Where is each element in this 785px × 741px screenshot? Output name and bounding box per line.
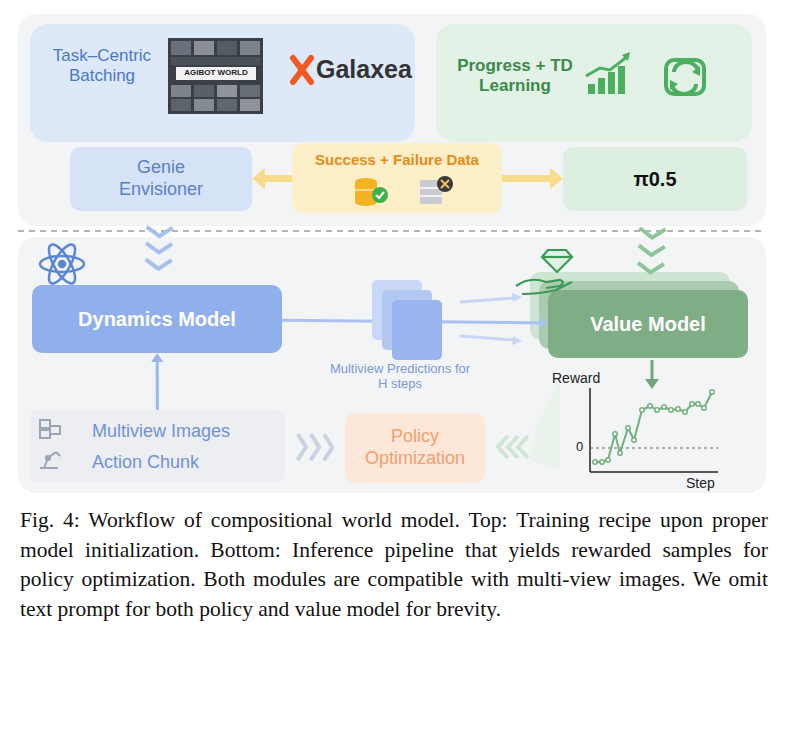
- logo-text: Galaxea: [316, 55, 416, 84]
- atom-icon: [40, 241, 84, 287]
- node-text: π0.5: [633, 167, 676, 191]
- axis-tick: 0: [576, 440, 588, 455]
- gem-hand-icon: [516, 250, 572, 294]
- bottom-panel: [18, 237, 766, 493]
- arrow-connector: [252, 168, 292, 190]
- image-label: AGIBOT WORLD: [176, 68, 256, 77]
- prediction-frames: [372, 280, 442, 360]
- prediction-arrows: [460, 293, 522, 345]
- reward-fan: [530, 380, 560, 470]
- caption-note: Multiview Predictions for H steps: [325, 362, 475, 392]
- reward-chart: [590, 388, 718, 472]
- node-text: Task–Centric Batching: [36, 46, 168, 87]
- data-box: Success + Failure Data: [292, 143, 502, 213]
- node-text: Dynamics Model: [78, 307, 236, 331]
- chevron-connector: [297, 434, 332, 460]
- node-text: Progress + TD Learning: [450, 56, 580, 97]
- node-text: Value Model: [590, 312, 706, 336]
- reward-chevrons: [498, 436, 528, 458]
- node-text: Policy Optimization: [355, 426, 475, 469]
- node-text: Multiview Images: [92, 421, 230, 443]
- chevron-connector: [146, 227, 173, 269]
- model-box: π0.5: [563, 147, 747, 211]
- node-text: Success + Failure Data: [292, 151, 502, 169]
- axis-label: Step: [686, 475, 726, 491]
- training-objective-box: Progress + TD Learning: [436, 24, 752, 142]
- arrow-connector: [502, 168, 563, 190]
- chevron-connector: [638, 228, 666, 272]
- process-box: Policy Optimization: [345, 413, 485, 483]
- top-panel: [18, 14, 766, 226]
- process-box: Value Model: [548, 290, 748, 358]
- arrow-connector: [151, 353, 163, 410]
- input-box: Multiview ImagesAction Chunk: [30, 410, 285, 482]
- axis-label: Reward: [552, 370, 612, 386]
- figure-caption: Fig. 4: Workflow of compositional world …: [20, 506, 768, 624]
- dashed-divider: [18, 230, 766, 232]
- node-text: Genie Envisioner: [101, 157, 221, 200]
- process-box: Dynamics Model: [32, 285, 282, 353]
- node-text: Action Chunk: [92, 452, 199, 474]
- arrow-connector: [282, 317, 548, 329]
- model-box: Genie Envisioner: [70, 147, 252, 211]
- value-to-chart-arrow: [645, 360, 659, 389]
